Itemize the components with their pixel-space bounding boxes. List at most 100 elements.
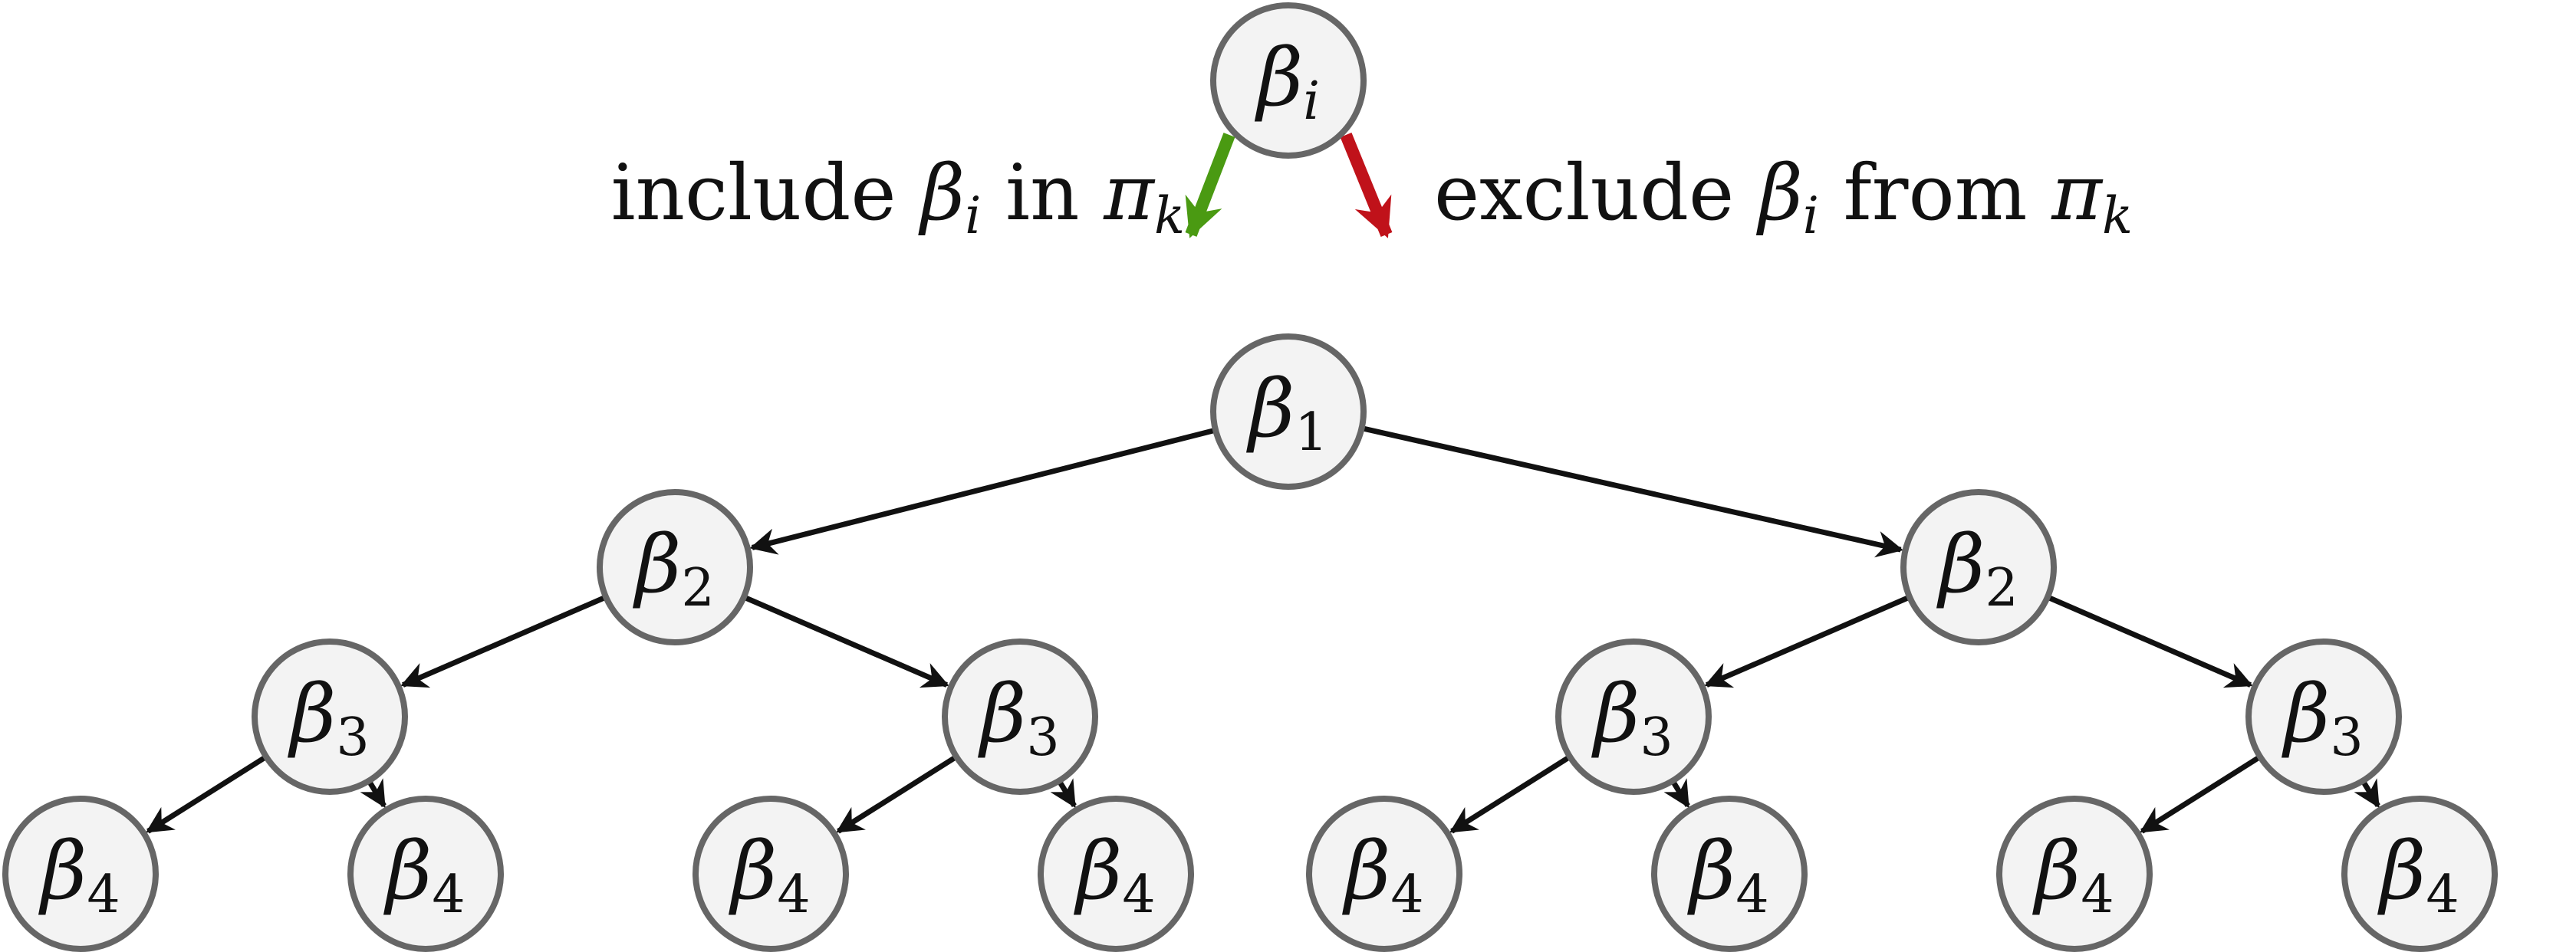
tree-node-label: β4 [1073, 824, 1155, 925]
legend-node: βi [1210, 2, 1367, 159]
tree-node-label: β4 [2377, 824, 2459, 925]
tree-node-circle [1996, 796, 2153, 952]
tree-edge-l1-1 [749, 428, 1215, 555]
tree-node-label: β4 [1341, 824, 1423, 925]
tree-node-subscript: 3 [2330, 707, 2363, 768]
tree-node-label: β2 [1936, 517, 2018, 619]
tree-edge-l3-2 [360, 778, 387, 809]
tree-edge-l3-1 [146, 755, 267, 834]
tree-node-subscript: 4 [2426, 865, 2459, 925]
include-arrow [1185, 133, 1235, 238]
tree-node-subscript: 1 [1295, 402, 1327, 463]
tree-node-symbol: β [287, 667, 336, 760]
tree-node-circle [252, 638, 408, 795]
tree-edge-l3-6 [1663, 778, 1690, 809]
exclude-label-set: π [2051, 148, 2104, 238]
tree-edge-l3-8 [2354, 778, 2380, 809]
exclude-label-symbol-subscript: i [1803, 186, 1819, 245]
tree-node-subscript: 4 [777, 865, 810, 925]
tree-node-label: β2 [632, 517, 714, 619]
exclude-label: exclude βi from πk [1434, 148, 2133, 245]
tree-node-subscript: 3 [336, 707, 369, 768]
tree-node-circle [2341, 796, 2498, 952]
exclude-label-prefix: exclude [1434, 148, 1758, 238]
tree-node-circle [1555, 638, 1712, 795]
tree-node-symbol: β [632, 517, 681, 611]
tree-node-subscript: 4 [1122, 865, 1155, 925]
tree-node-circle [1900, 489, 2057, 645]
tree-node-subscript: 4 [1735, 865, 1768, 925]
tree-edge-l3-3 [836, 755, 957, 834]
tree-node-label: β4 [38, 824, 120, 925]
tree-node-symbol: β [977, 667, 1026, 760]
tree-node-beta-3: β3 [2245, 638, 2402, 795]
tree-node-beta-4: β4 [1996, 796, 2153, 952]
tree-node-circle [693, 796, 849, 952]
tree-node-beta-3: β3 [942, 638, 1098, 795]
tree-node-circle [2, 796, 159, 952]
legend-node-symbol: β [1254, 31, 1303, 124]
tree-node-symbol: β [1936, 517, 1985, 611]
tree-node-beta-4: β4 [2, 796, 159, 952]
tree-node-beta-4: β4 [693, 796, 849, 952]
tree-node-beta-4: β4 [1306, 796, 1462, 952]
tree-node-symbol: β [2377, 824, 2426, 918]
tree-node-subscript: 4 [1390, 865, 1423, 925]
include-label-prefix: include [611, 148, 921, 238]
tree-node-symbol: β [2281, 667, 2330, 760]
tree-edge-l2-3 [1704, 595, 1910, 688]
legend-node-subscript: i [1303, 71, 1320, 132]
tree-edge-l2-2 [744, 595, 949, 688]
tree-node-subscript: 2 [1985, 558, 2018, 619]
tree-node-symbol: β [1073, 824, 1122, 918]
tree-node-symbol: β [38, 824, 87, 918]
tree-node-beta-3: β3 [252, 638, 408, 795]
exclude-label-symbol: β [1755, 148, 1803, 238]
tree-node-beta-4: β4 [2341, 796, 2498, 952]
tree-node-label: β3 [2281, 667, 2363, 768]
tree-node-circle [1210, 333, 1367, 490]
exclude-arrow [1340, 132, 1393, 238]
tree-edge-l3-7 [2140, 755, 2261, 834]
tree-node-beta-4: β4 [1038, 796, 1194, 952]
tree-node-beta-2: β2 [1900, 489, 2057, 645]
tree-node-beta-1: β1 [1210, 333, 1367, 490]
tree-node-label: β4 [1686, 824, 1768, 925]
tree-edge-l2-1 [400, 595, 606, 688]
include-label-middle: in [981, 148, 1104, 238]
exclude-label-middle: from [1819, 148, 2051, 238]
tree-node-symbol: β [383, 824, 432, 918]
tree-edge-l1-2 [1362, 425, 1903, 558]
tree-node-beta-4: β4 [1651, 796, 1808, 952]
tree-node-circle [1651, 796, 1808, 952]
tree-node-label: β4 [728, 824, 810, 925]
tree-node-label: β3 [1591, 667, 1673, 768]
svg-text:βi: βi [1254, 31, 1320, 132]
tree-edges [146, 425, 2380, 834]
tree-node-symbol: β [2032, 824, 2081, 918]
tree-edge-l3-4 [1050, 778, 1077, 809]
include-label: include βi in πk [611, 148, 1185, 245]
include-label-set: π [1103, 148, 1156, 238]
tree-node-subscript: 4 [87, 865, 120, 925]
tree-node-circle [1038, 796, 1194, 952]
tree-node-subscript: 2 [681, 558, 714, 619]
tree-node-circle [942, 638, 1098, 795]
exclude-label-set-subscript: k [2102, 186, 2133, 245]
tree-node-label: β3 [977, 667, 1059, 768]
tree-node-symbol: β [1591, 667, 1640, 760]
include-label-symbol-subscript: i [965, 186, 981, 245]
tree-node-circle [597, 489, 753, 645]
tree-node-label: β1 [1245, 362, 1327, 463]
tree-node-subscript: 3 [1026, 707, 1059, 768]
include-label-symbol: β [917, 148, 965, 238]
tree-node-label: β4 [383, 824, 465, 925]
tree-node-symbol: β [1341, 824, 1390, 918]
tree-node-symbol: β [1686, 824, 1735, 918]
tree-edge-l2-4 [2048, 595, 2253, 688]
legend: βi include βi in πk exclude βi from πk [611, 2, 2133, 245]
tree-node-beta-3: β3 [1555, 638, 1712, 795]
tree-node-symbol: β [728, 824, 777, 918]
